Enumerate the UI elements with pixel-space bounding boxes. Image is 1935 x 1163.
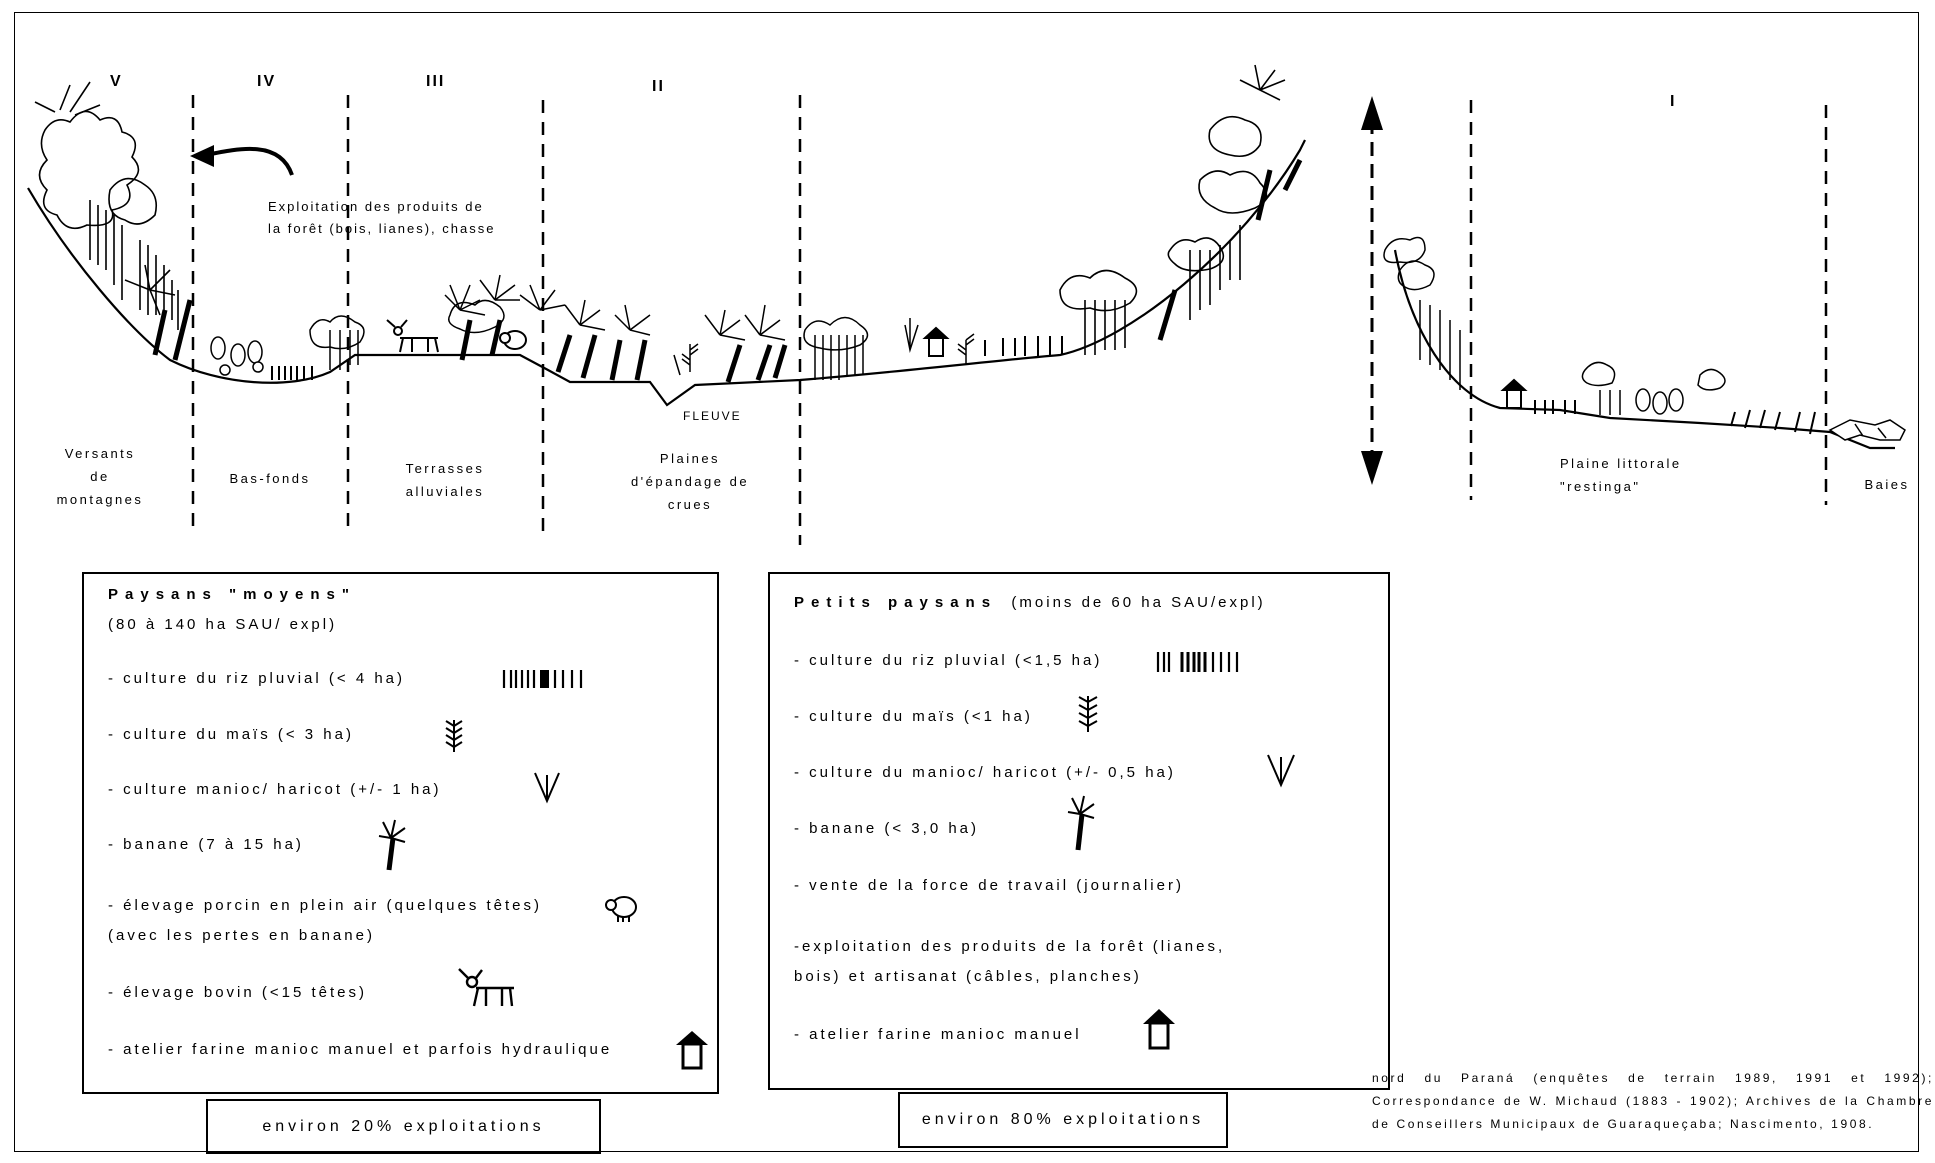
maize-icon	[1075, 694, 1101, 734]
unit-versants-line3: montagnes	[40, 488, 160, 511]
moyens-item-manioc: - culture manioc/ haricot (+/- 1 ha)	[108, 781, 442, 798]
moyens-title: Paysans "moyens"	[108, 586, 356, 603]
moyens-item-atelier: - atelier farine manioc manuel et parfoi…	[108, 1041, 612, 1058]
unit-baies: Baies	[1852, 473, 1922, 496]
unit-littorale-line1: Plaine littorale	[1560, 452, 1740, 475]
manioc-icon	[1265, 752, 1297, 788]
pig-icon	[604, 892, 640, 924]
banana-icon	[1066, 794, 1096, 852]
petits-item-foret-2: bois) et artisanat (câbles, planches)	[794, 968, 1142, 985]
petits-item-atelier: - atelier farine manioc manuel	[794, 1026, 1082, 1043]
river-label: FLEUVE	[683, 410, 742, 422]
petits-item-manioc: - culture du manioc/ haricot (+/- 0,5 ha…	[794, 764, 1176, 781]
unit-terrasses-line1: Terrasses	[375, 457, 515, 480]
flour-mill-icon	[674, 1029, 710, 1071]
vertical-arrow	[1361, 96, 1383, 485]
petits-title: Petits paysans (moins de 60 ha SAU/expl)	[794, 594, 1266, 611]
petits-item-banane: - banane (< 3,0 ha)	[794, 820, 979, 837]
curved-arrow	[206, 149, 292, 175]
cow-figure	[387, 320, 438, 352]
petits-item-mais: - culture du maïs (<1 ha)	[794, 708, 1033, 725]
box-petits-paysans: Petits paysans (moins de 60 ha SAU/expl)…	[768, 572, 1390, 1090]
rice-plaines	[985, 336, 1062, 356]
zone-v: V	[110, 73, 123, 91]
banana-icon	[377, 818, 407, 872]
unit-versants-line1: Versants	[40, 442, 160, 465]
manioc-icon	[532, 770, 562, 804]
unit-plaines: Plaines d'épandage de crues	[600, 447, 780, 516]
pig-figure	[500, 331, 526, 349]
petits-item-foret: -exploitation des produits de la forêt (…	[794, 938, 1225, 955]
forest-littoral	[1384, 238, 1725, 415]
unit-versants: Versants de montagnes	[40, 442, 160, 511]
unit-terrasses: Terrasses alluviales	[375, 457, 515, 503]
moyens-item-bovin: - élevage bovin (<15 têtes)	[108, 984, 367, 1001]
annotation-line1: Exploitation des produits de	[268, 200, 484, 213]
unit-versants-line2: de	[40, 465, 160, 488]
petits-item-vente: - vente de la force de travail (journali…	[794, 877, 1184, 894]
house-plaines	[925, 328, 947, 356]
bay-rocks	[1830, 420, 1905, 440]
moyens-item-banane: - banane (7 à 15 ha)	[108, 836, 304, 853]
unit-plaine-littorale: Plaine littorale "restinga"	[1560, 452, 1740, 498]
rice-icon	[502, 668, 597, 690]
moyens-item-porcin-note: (avec les pertes en banane)	[108, 927, 375, 944]
zone-ii: II	[652, 78, 665, 96]
unit-littorale-line2: "restinga"	[1560, 475, 1740, 498]
moyens-item-porcin: - élevage porcin en plein air (quelques …	[108, 897, 542, 914]
moyens-item-mais: - culture du maïs (< 3 ha)	[108, 726, 354, 743]
unit-terrasses-line2: alluviales	[375, 480, 515, 503]
share-moyens: environ 20% exploitations	[206, 1099, 601, 1154]
littoral-trees	[1636, 389, 1683, 414]
bas-fonds-trees	[211, 337, 263, 375]
cow-icon	[456, 966, 518, 1010]
unit-plaines-line2: d'épandage de	[600, 470, 780, 493]
petits-item-riz: - culture du riz pluvial (<1,5 ha)	[794, 652, 1102, 669]
house-littoral	[1503, 380, 1525, 408]
source-note: nord du Paraná (enquêtes de terrain 1989…	[1372, 1067, 1934, 1136]
maize-icon	[442, 718, 466, 754]
unit-plaines-line1: Plaines	[600, 447, 780, 470]
box-paysans-moyens: Paysans "moyens" (80 à 140 ha SAU/ expl)…	[82, 572, 719, 1094]
forest-left	[35, 82, 178, 330]
rice-icon	[1156, 650, 1246, 674]
flour-mill-icon	[1141, 1007, 1177, 1051]
banana-trunks	[462, 320, 785, 382]
share-petits: environ 80% exploitations	[898, 1092, 1228, 1148]
forest-right	[1060, 65, 1285, 355]
bas-fonds-rice	[272, 366, 312, 380]
unit-bas-fonds: Bas-fonds	[210, 467, 330, 490]
annotation-line2: la forêt (bois, lianes), chasse	[268, 222, 495, 235]
forest-terrasse-left	[310, 316, 364, 370]
zone-i: I	[1670, 93, 1676, 111]
zone-iv: IV	[257, 73, 276, 91]
unit-plaines-line3: crues	[600, 493, 780, 516]
moyens-item-riz: - culture du riz pluvial (< 4 ha)	[108, 670, 405, 687]
zone-iii: III	[426, 73, 445, 91]
moyens-subtitle: (80 à 140 ha SAU/ expl)	[108, 616, 337, 633]
